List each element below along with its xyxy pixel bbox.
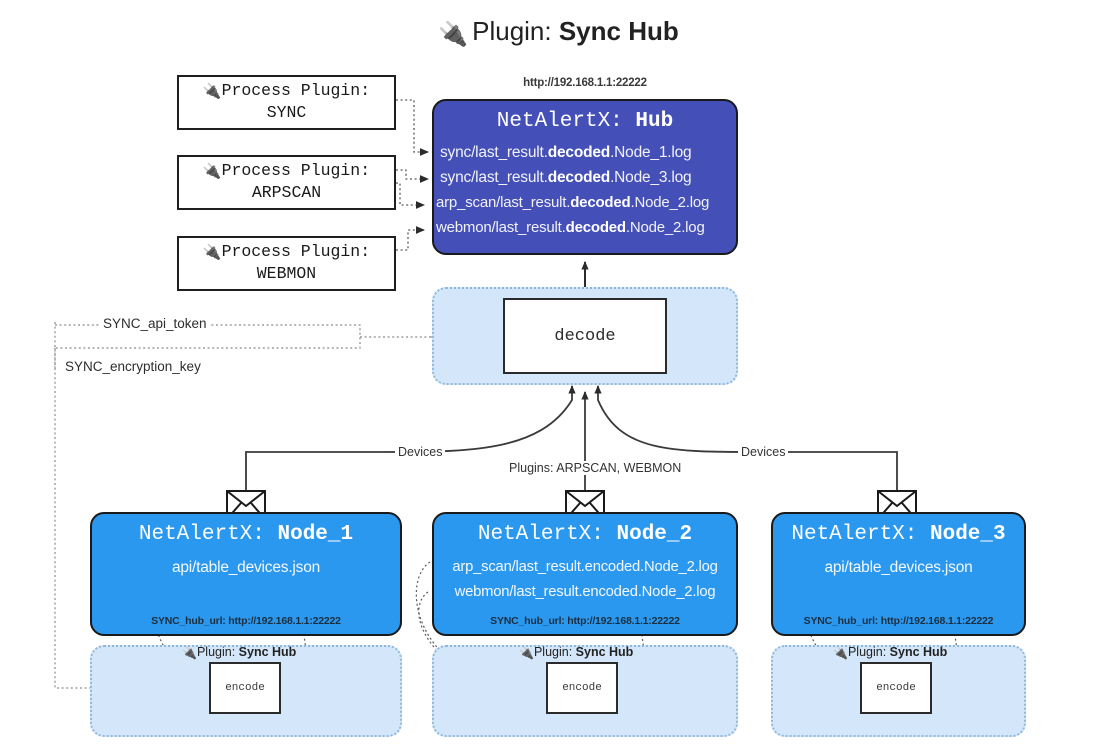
page-title: 🔌Plugin: Sync Hub — [0, 16, 1117, 49]
node-box-node-3[interactable]: NetAlertX: Node_3 api/table_devices.json… — [771, 512, 1026, 636]
node-hub-url: SYNC_hub_url: http://192.168.1.1:22222 — [151, 615, 341, 627]
decode-box[interactable]: decode — [503, 298, 667, 374]
hub-url-label: http://192.168.1.1:22222 — [523, 77, 647, 89]
node-title: NetAlertX: Node_1 — [138, 523, 354, 546]
process-plugin-box-sync[interactable]: 🔌Process Plugin: SYNC — [177, 75, 396, 130]
plug-icon: 🔌 — [438, 21, 469, 48]
node-box-node-2[interactable]: NetAlertX: Node_2 arp_scan/last_result.e… — [432, 512, 738, 636]
hub-file-row: sync/last_result.decoded.Node_3.log — [440, 169, 692, 186]
encode-plugin-label-node-3: 🔌Plugin: Sync Hub — [833, 645, 948, 660]
process-plugin-connectors — [396, 99, 429, 251]
plug-icon: 🔌 — [519, 646, 534, 660]
node-title: NetAlertX: Node_3 — [791, 523, 1006, 546]
plug-icon: 🔌 — [202, 245, 222, 263]
edge-label-devices-left: Devices — [395, 445, 446, 459]
node-file-line: api/table_devices.json — [824, 559, 973, 576]
hub-file-row: webmon/last_result.decoded.Node_2.log — [436, 219, 705, 236]
page-title-prefix: Plugin: — [472, 16, 552, 46]
node-file-list: arp_scan/last_result.encoded.Node_2.log … — [434, 555, 736, 605]
node-file-list: api/table_devices.json — [773, 555, 1024, 580]
hub-title: NetAlertX: Hub — [496, 110, 674, 133]
encode-box-node-3[interactable]: encode — [860, 662, 932, 714]
encode-box-node-1[interactable]: encode — [209, 662, 281, 714]
sync-api-token-label: SYNC_api_token — [100, 316, 210, 331]
process-plugin-line1: 🔌Process Plugin: — [202, 161, 371, 182]
process-plugin-line1: 🔌Process Plugin: — [202, 242, 371, 263]
node-hub-url: SYNC_hub_url: http://192.168.1.1:22222 — [803, 615, 994, 627]
encode-plugin-label-node-1: 🔌Plugin: Sync Hub — [182, 645, 297, 660]
plug-icon: 🔌 — [202, 164, 222, 182]
node-file-line: webmon/last_result.encoded.Node_2.log — [454, 584, 716, 600]
edge-label-devices-right: Devices — [738, 445, 789, 459]
hub-box[interactable]: NetAlertX: Hub sync/last_result.decoded.… — [432, 99, 738, 255]
encode-box-node-2[interactable]: encode — [546, 662, 618, 714]
process-plugin-line1: 🔌Process Plugin: — [202, 81, 371, 102]
process-plugin-line2: ARPSCAN — [251, 183, 322, 203]
node-file-list: api/table_devices.json — [92, 555, 400, 580]
node-title: NetAlertX: Node_2 — [477, 523, 693, 546]
hub-file-row: sync/last_result.decoded.Node_1.log — [440, 144, 692, 161]
encode-plugin-label-node-2: 🔌Plugin: Sync Hub — [519, 645, 634, 660]
page-title-name: Sync Hub — [558, 16, 679, 46]
plug-icon: 🔌 — [202, 84, 222, 102]
hub-file-list: sync/last_result.decoded.Node_1.log sync… — [434, 140, 736, 240]
process-plugin-line2: SYNC — [266, 103, 307, 123]
node-hub-url: SYNC_hub_url: http://192.168.1.1:22222 — [490, 615, 680, 627]
edge-label-plugins: Plugins: ARPSCAN, WEBMON — [506, 461, 685, 475]
node-box-node-1[interactable]: NetAlertX: Node_1 api/table_devices.json… — [90, 512, 402, 636]
node-to-decode-edges — [245, 385, 898, 492]
process-plugin-box-webmon[interactable]: 🔌Process Plugin: WEBMON — [177, 236, 396, 291]
process-plugin-box-arpscan[interactable]: 🔌Process Plugin: ARPSCAN — [177, 155, 396, 210]
process-plugin-line2: WEBMON — [256, 264, 317, 284]
hub-file-row: arp_scan/last_result.decoded.Node_2.log — [436, 194, 710, 211]
plug-icon: 🔌 — [182, 646, 197, 660]
plug-icon: 🔌 — [833, 646, 848, 660]
sync-encryption-key-label: SYNC_encryption_key — [62, 359, 204, 374]
node-file-line: arp_scan/last_result.encoded.Node_2.log — [452, 559, 718, 575]
node-file-line: api/table_devices.json — [171, 559, 321, 576]
